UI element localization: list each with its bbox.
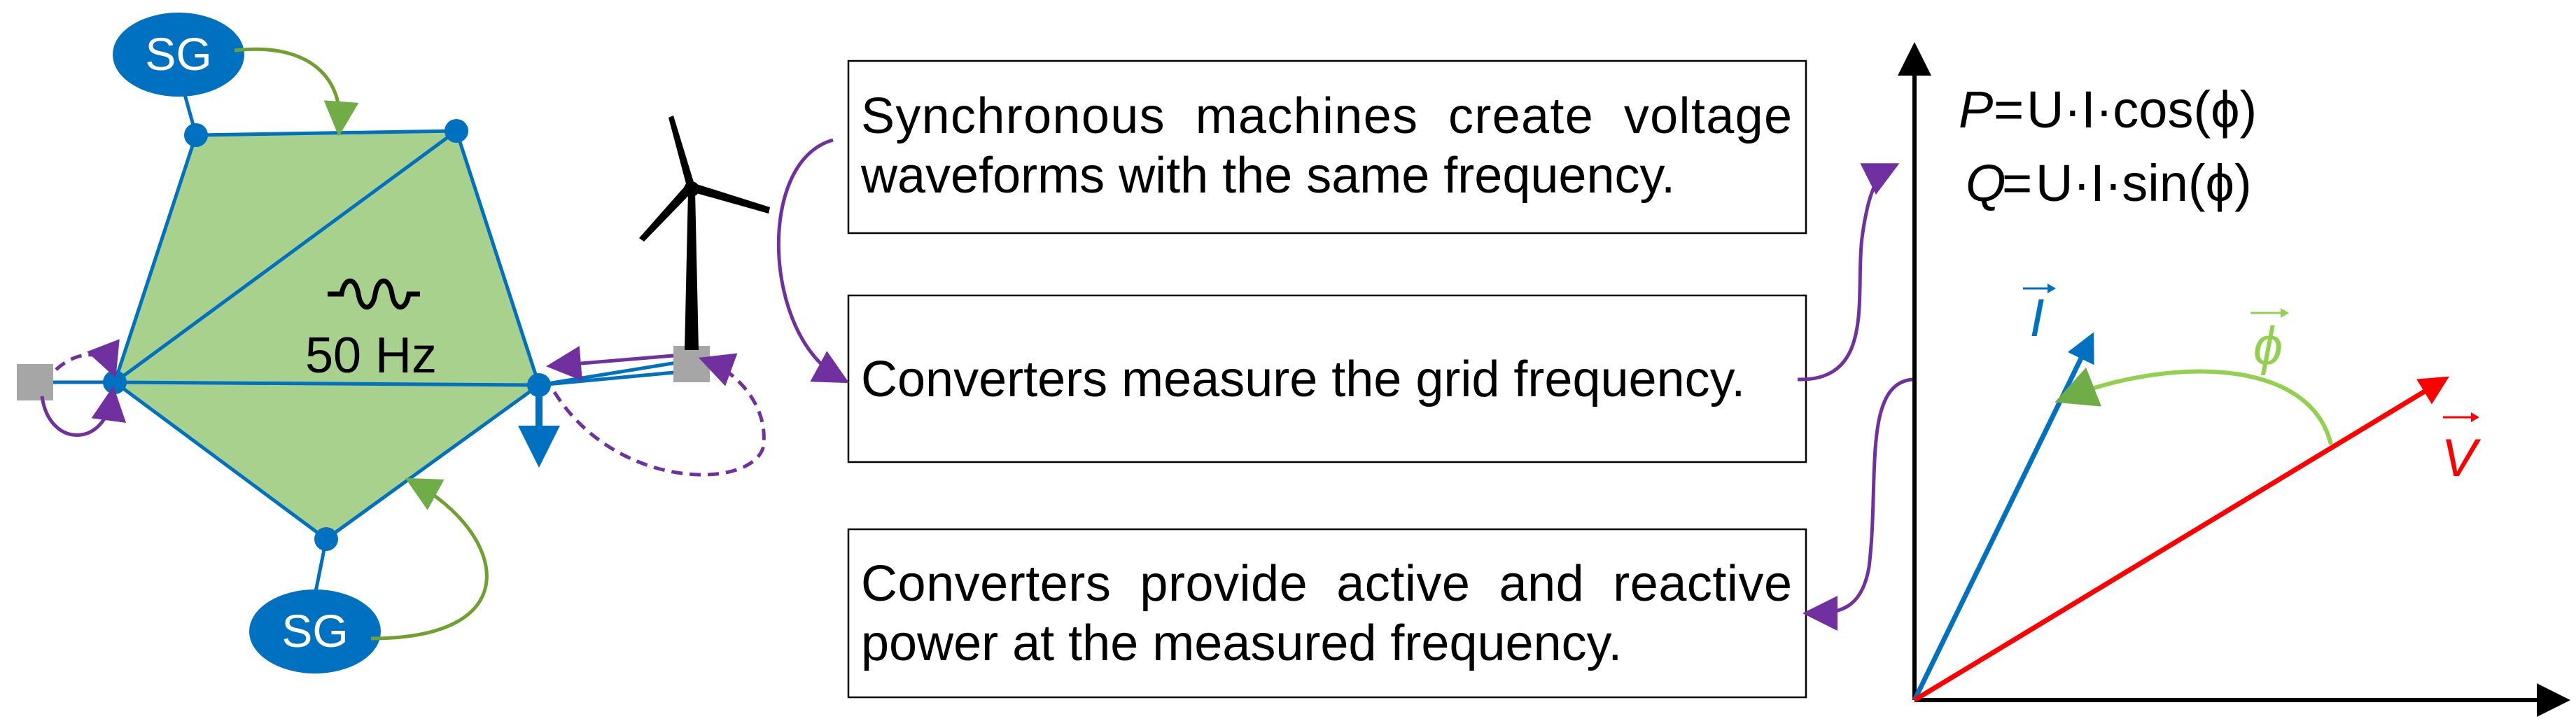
grid-area (113, 129, 541, 542)
box-3-line-2: power at the measured frequency. (861, 615, 1622, 671)
box-1-line-2: waveforms with the same frequency. (860, 148, 1675, 204)
current-label-text: I (2029, 288, 2044, 348)
turbine-hub (684, 181, 699, 197)
converter-left (17, 364, 53, 400)
arrow-box1-to-box2 (776, 138, 850, 384)
box-2-line-1: Converters measure the grid frequency. (861, 351, 1745, 407)
angle-label: ϕ (2250, 308, 2289, 376)
equation-p-lhs: P (1959, 81, 1993, 139)
generator-bottom-shape (249, 589, 381, 673)
box-2-frame (847, 294, 1807, 463)
frequency-label: 50 Hz (305, 328, 437, 384)
box-converters-measure: Converters measure the grid frequency. (847, 294, 1807, 463)
box-1-frame (847, 60, 1807, 235)
generator-bottom: SG (249, 589, 381, 673)
box-3-frame (847, 528, 1807, 699)
arrow-sg-bottom (370, 477, 489, 641)
box-synchronous-machines: Synchronous machines create voltage wave… (847, 60, 1807, 235)
wind-turbine-icon (639, 116, 770, 350)
turbine-blade-up (668, 116, 696, 189)
bus-node-top-left (184, 123, 208, 147)
power-grid: 50 Hz (17, 89, 710, 596)
voltage-phasor (1913, 376, 2449, 702)
grid-line-horizontal (114, 380, 540, 387)
box-converters-provide: Converters provide active and reactive p… (847, 528, 1807, 699)
equation-q-lhs: Q (1966, 154, 2006, 212)
generator-top-shape (113, 13, 244, 97)
arrow-sg-top (234, 47, 359, 137)
grid-line-to-turbine-lower (538, 369, 690, 387)
arrow-box2-to-axes (1797, 163, 1900, 382)
turbine-blade-left (639, 183, 691, 242)
sine-wave-icon (328, 278, 420, 310)
arrow-axes-to-box3 (1802, 377, 1913, 631)
current-label-arrowhead (2047, 284, 2056, 293)
generator-bottom-label: SG (281, 605, 348, 657)
box-3-line-1: Converters provide active and reactive (861, 556, 1792, 612)
equation-reactive-power: Q = U·I·sin(ϕ) (1966, 154, 2252, 212)
angle-arc (2054, 367, 2333, 445)
equation-active-power: P = U·I·cos(ϕ) (1959, 81, 2257, 139)
turbine-tower (685, 190, 699, 350)
equation-p-equals: = (1994, 81, 2024, 139)
angle-label-arrowhead (2281, 308, 2289, 318)
turbine-blade-right (694, 183, 770, 214)
arrow-converter-left-in (40, 386, 127, 437)
voltage-label: V (2442, 412, 2482, 488)
converter-turbine (673, 346, 710, 382)
grid-line-diagonal (113, 129, 458, 384)
arrow-converter-turbine-in (546, 346, 674, 381)
current-label: I (2023, 284, 2056, 348)
phasor-diagram: I V ϕ (1898, 42, 2570, 717)
generator-top: SG (113, 13, 244, 97)
arrow-converter-left-out (55, 339, 120, 378)
generator-top-label: SG (145, 28, 211, 80)
voltage-label-text: V (2442, 428, 2482, 488)
angle-label-text: ϕ (2253, 316, 2283, 376)
equation-q-equals: = (2002, 154, 2032, 212)
equation-q-rhs: U·I·sin(ϕ) (2036, 154, 2252, 212)
equation-p-rhs: U·I·cos(ϕ) (2026, 81, 2257, 139)
box-1-line-1: Synchronous machines create voltage (861, 88, 1792, 144)
arrow-converter-turbine-out (552, 353, 766, 477)
voltage-label-arrowhead (2471, 412, 2479, 422)
bus-node-bottom (314, 527, 338, 551)
bus-node-right (527, 373, 551, 397)
bus-node-left (103, 370, 127, 394)
bus-node-top-right (444, 119, 468, 143)
